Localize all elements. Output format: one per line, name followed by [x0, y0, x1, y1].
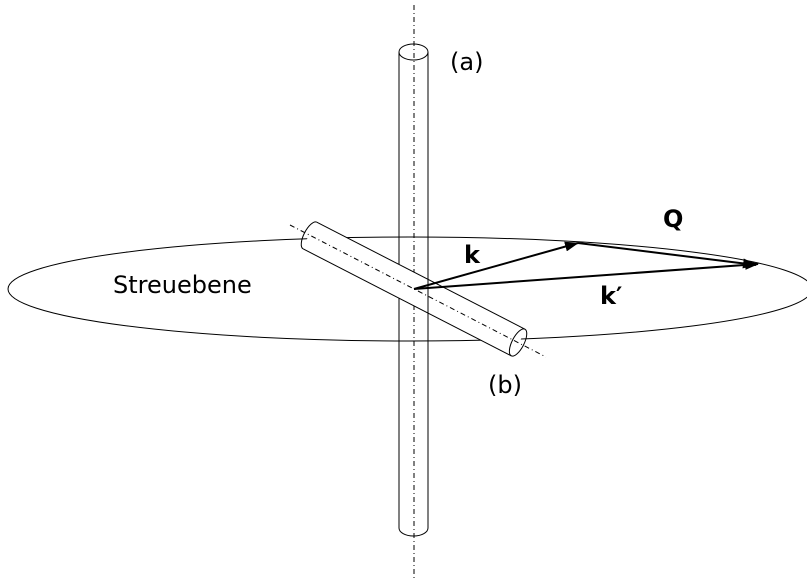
q-vector — [577, 242, 757, 269]
q-label: Q — [663, 205, 683, 233]
scattering-plane-label: Streuebene — [113, 271, 252, 299]
rod-b-axis — [289, 224, 547, 358]
k-label: k — [464, 241, 481, 269]
k-vector — [413, 241, 579, 290]
k-prime-label: k′ — [600, 282, 622, 310]
rod-a-label: (a) — [450, 48, 483, 76]
k-prime-vector — [413, 259, 759, 290]
rod-b-label: (b) — [488, 371, 522, 399]
scattering-plane-ellipse — [7, 236, 807, 342]
